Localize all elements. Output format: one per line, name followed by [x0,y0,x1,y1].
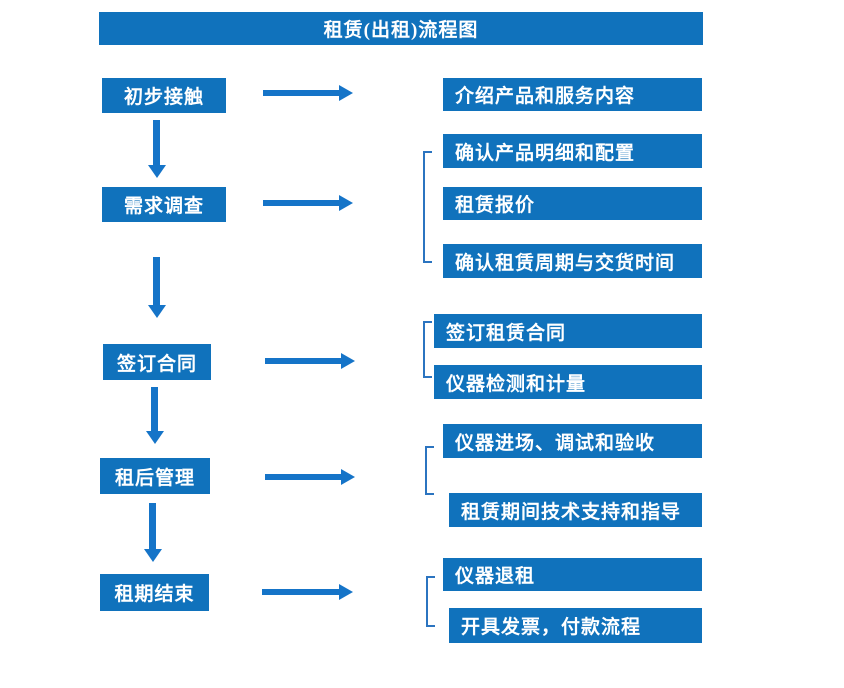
detail-confirm-product-details: 确认产品明细和配置 [443,134,702,168]
arrow-head [148,165,166,178]
right-arrow-icon [263,195,353,211]
arrow-head [339,85,353,101]
right-arrow-icon [265,353,355,369]
stage-post-rental-management: 租后管理 [100,458,210,494]
detail-invoice-payment: 开具发票，付款流程 [449,608,702,643]
arrow-stem [263,200,340,206]
bracket-connector [423,321,432,378]
stage-initial-contact: 初步接触 [102,78,226,113]
arrow-head [144,549,162,562]
right-arrow-icon [262,584,353,600]
arrow-head [146,431,164,444]
detail-instrument-return: 仪器退租 [443,558,702,591]
down-arrow-icon [148,257,166,318]
arrow-stem [149,503,156,550]
arrow-stem [262,589,340,595]
arrow-stem [151,387,158,432]
down-arrow-icon [148,120,166,178]
down-arrow-icon [146,387,164,444]
arrow-stem [153,120,160,166]
detail-intro-products-services: 介绍产品和服务内容 [443,78,702,111]
arrow-stem [265,358,342,364]
detail-instrument-setup-acceptance: 仪器进场、调试和验收 [443,424,702,458]
arrow-head [339,195,353,211]
right-arrow-icon [263,85,353,101]
arrow-head [341,469,355,485]
stage-requirement-survey: 需求调查 [102,187,226,222]
bracket-connector [423,151,432,263]
arrow-stem [153,257,160,306]
detail-rental-quote: 租赁报价 [443,187,702,220]
arrow-stem [265,474,342,480]
right-arrow-icon [265,469,355,485]
bracket-connector [426,576,435,627]
detail-confirm-rental-period: 确认租赁周期与交货时间 [443,244,702,278]
arrow-head [339,584,353,600]
down-arrow-icon [144,503,162,562]
stage-contract-signing: 签订合同 [103,344,211,380]
arrow-stem [263,90,340,96]
arrow-head [341,353,355,369]
flowchart-title: 租赁(出租)流程图 [99,12,703,45]
arrow-head [148,305,166,318]
detail-tech-support: 租赁期间技术支持和指导 [449,493,702,527]
stage-rental-end: 租期结束 [100,574,209,611]
bracket-connector [425,446,434,495]
detail-instrument-inspection: 仪器检测和计量 [434,365,702,399]
detail-sign-rental-contract: 签订租赁合同 [434,314,702,348]
